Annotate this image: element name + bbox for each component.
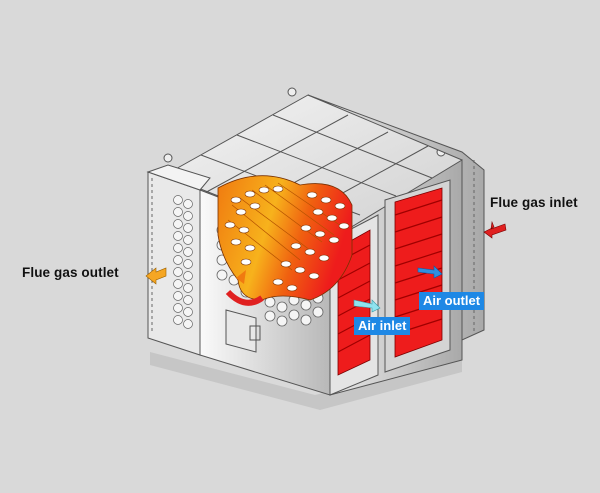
air-inlet-label: Air inlet [354, 317, 411, 335]
flue-gas-outlet-arrow-icon [145, 267, 167, 285]
air-outlet-arrow-icon [417, 265, 443, 279]
air-inlet-arrow-icon [353, 299, 381, 313]
flue-gas-inlet-arrow-icon [483, 220, 507, 239]
flue-gas-inlet-label: Flue gas inlet [490, 195, 578, 210]
flue-gas-outlet-hood [146, 164, 211, 356]
air-outlet-label: Air outlet [419, 292, 485, 310]
access-door [225, 309, 261, 353]
curved-flow-arrow-icon [225, 289, 264, 306]
flue-gas-outlet-label: Flue gas outlet [22, 265, 119, 280]
air-outlet-duct [384, 179, 451, 373]
curved-flow-arrowhead-icon [236, 270, 246, 284]
tube-bundle-cutaway [217, 175, 353, 301]
base-shadow [150, 352, 462, 410]
